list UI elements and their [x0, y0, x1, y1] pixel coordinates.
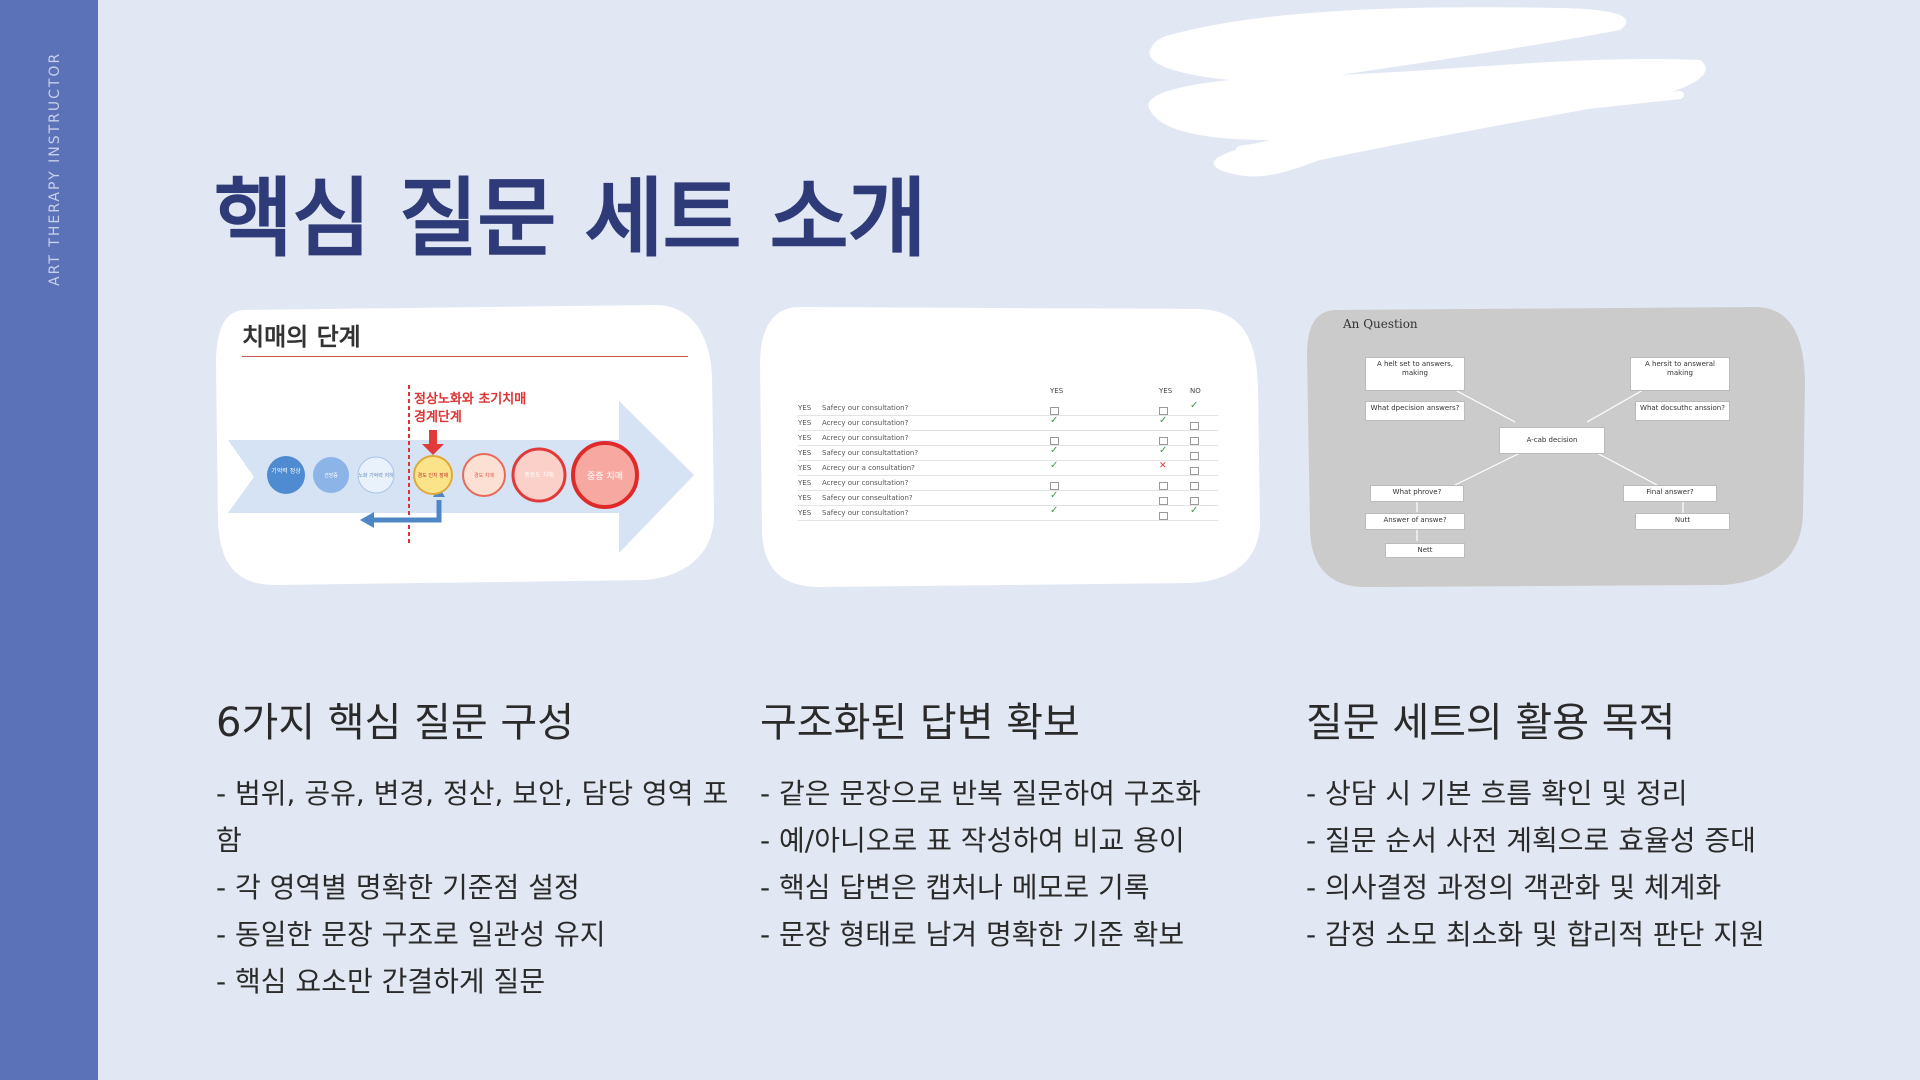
row-question: Safecy our conseultation?: [822, 494, 913, 502]
row-yes-label: YES: [798, 494, 812, 502]
check-icon: ✓: [1050, 460, 1059, 471]
row-question: Acrecy our consultation?: [822, 479, 909, 487]
check-icon: ✓: [1190, 400, 1199, 411]
dementia-arrow-diagram: 기억력 정상 건망증 노화 기억력 저하 경도 인지 장애 경도 치매 중등도 …: [228, 385, 694, 553]
list-item: 핵심 요소만 간결하게 질문: [216, 958, 736, 1005]
column-usage-purpose: 질문 세트의 활용 목적 상담 시 기본 흐름 확인 및 정리 질문 순서 사전…: [1306, 690, 1826, 958]
page-title: 핵심 질문 세트 소개: [214, 169, 927, 269]
check-icon: ✓: [1190, 505, 1199, 516]
flow-box-right-2: What docsuthc anssion?: [1635, 401, 1730, 421]
bullet-list: 범위, 공유, 변경, 정산, 보안, 담당 영역 포함 각 영역별 명확한 기…: [216, 770, 736, 1005]
row-question: Acrecy our consultation?: [822, 419, 909, 427]
list-item: 핵심 답변은 캡처나 메모로 기록: [760, 864, 1280, 911]
stage-label-7: 중증 치매: [587, 470, 623, 482]
table-row: YES Safecy our consultation? ✓ ✓: [798, 505, 1218, 521]
list-item: 문장 형태로 남겨 명확한 기준 확보: [760, 911, 1280, 958]
stage-label-2: 건망증: [324, 472, 338, 479]
flow-box-bottom-left-2: Answer of answe?: [1365, 513, 1465, 530]
row-question: Acrecy our consultation?: [822, 434, 909, 442]
list-item: 질문 순서 사전 계획으로 효율성 증대: [1306, 817, 1826, 864]
divider: [242, 356, 688, 357]
brush-stroke-decoration: [1148, 7, 1706, 177]
column-core-questions: 6가지 핵심 질문 구성 범위, 공유, 변경, 정산, 보안, 담당 영역 포…: [216, 690, 736, 1005]
table-header-yes: YES: [1050, 387, 1064, 395]
flow-box-top-right: A hersit to answeral making: [1630, 357, 1730, 391]
table-row: YES Safecy our consultattation? ✓ ✓: [798, 445, 1218, 461]
sidebar: ART THERAPY INSTRUCTOR: [0, 0, 98, 1080]
bullet-list: 상담 시 기본 흐름 확인 및 정리 질문 순서 사전 계획으로 효율성 증대 …: [1306, 770, 1826, 958]
check-icon: ✓: [1050, 505, 1059, 516]
boundary-label: 정상노화와 초기치매 경계단계: [414, 392, 527, 425]
flow-box-center: A-cab decision: [1499, 427, 1605, 454]
table-row: YES Safecy our conseultation? ✓: [798, 490, 1218, 506]
sidebar-label: ART THERAPY INSTRUCTOR: [47, 51, 63, 286]
column-heading: 질문 세트의 활용 목적: [1306, 700, 1676, 746]
flow-box-left-2: What dpecision answers?: [1365, 401, 1465, 421]
table-row: YES Acrecy our consultation?: [798, 431, 1218, 446]
check-icon: ✓: [1050, 415, 1059, 426]
row-yes-label: YES: [798, 509, 812, 517]
flow-box-top-left: A helt set to answers, making: [1365, 357, 1465, 391]
row-yes-label: YES: [798, 479, 812, 487]
stage-label-4: 경도 인지 장애: [418, 472, 449, 479]
row-question: Safecy our consultation?: [822, 404, 909, 412]
table-header-no: NO: [1190, 387, 1201, 395]
dementia-stages-card: 치매의 단계 정상노화와 초기치매 경계단계 기억력 정상 건망증 노화 기억력…: [214, 305, 714, 587]
cross-icon: ✕: [1159, 461, 1167, 471]
list-item: 범위, 공유, 변경, 정산, 보안, 담당 영역 포함: [216, 770, 736, 864]
row-yes-label: YES: [798, 449, 812, 457]
flowchart-title: An Question: [1343, 317, 1418, 331]
check-icon: ✓: [1050, 490, 1059, 501]
flowchart-connectors: [1414, 357, 1684, 541]
flow-box-bottom-right-2: Nutt: [1635, 513, 1730, 530]
column-structured-answers: 구조화된 답변 확보 같은 문장으로 반복 질문하여 구조화 예/아니오로 표 …: [760, 690, 1280, 958]
stage-label-1: 기억력 정상: [271, 467, 301, 475]
bullet-list: 같은 문장으로 반복 질문하여 구조화 예/아니오로 표 작성하여 비교 용이 …: [760, 770, 1280, 958]
row-yes-label: YES: [798, 464, 812, 472]
list-item: 상담 시 기본 흐름 확인 및 정리: [1306, 770, 1826, 817]
flow-box-bottom-right-1: Final answer?: [1623, 485, 1717, 502]
list-item: 같은 문장으로 반복 질문하여 구조화: [760, 770, 1280, 817]
flow-box-bottom-left-1: What phrove?: [1370, 485, 1464, 502]
table-row: YES Safecy our consultation? ✓: [798, 400, 1218, 416]
list-item: 동일한 문장 구조로 일관성 유지: [216, 911, 736, 958]
row-question: Safecy our consultation?: [822, 509, 909, 517]
check-icon: ✓: [1050, 445, 1059, 456]
check-icon: ✓: [1159, 445, 1168, 456]
row-yes-label: YES: [798, 434, 812, 442]
flow-box-bottom-left-3: Nett: [1385, 543, 1465, 558]
list-item: 의사결정 과정의 객관화 및 체계화: [1306, 864, 1826, 911]
table-row: YES Acrecy our consultation?: [798, 476, 1218, 491]
stage-label-3: 노화 기억력 저하: [358, 472, 394, 479]
question-flowchart-card: An Question A helt set to answers, makin…: [1305, 305, 1805, 587]
table-row: YES Acrecy our a consultation? ✓ ✕: [798, 460, 1218, 476]
row-question: Acrecy our a consultation?: [822, 464, 915, 472]
column-heading: 구조화된 답변 확보: [760, 700, 1080, 746]
table-row: YES Acrecy our consultation? ✓ ✓: [798, 415, 1218, 431]
column-heading: 6가지 핵심 질문 구성: [216, 700, 574, 746]
list-item: 예/아니오로 표 작성하여 비교 용이: [760, 817, 1280, 864]
list-item: 각 영역별 명확한 기준점 설정: [216, 864, 736, 911]
check-icon: ✓: [1159, 415, 1168, 426]
row-yes-label: YES: [798, 404, 812, 412]
row-question: Safecy our consultattation?: [822, 449, 919, 457]
stage-label-5: 경도 치매: [474, 472, 494, 479]
table-header-yes-2: YES: [1159, 387, 1173, 395]
stage-label-6: 중등도 치매: [524, 471, 554, 479]
dementia-diagram-title: 치매의 단계: [242, 323, 361, 351]
list-item: 감정 소모 최소화 및 합리적 판단 지원: [1306, 911, 1826, 958]
row-yes-label: YES: [798, 419, 812, 427]
